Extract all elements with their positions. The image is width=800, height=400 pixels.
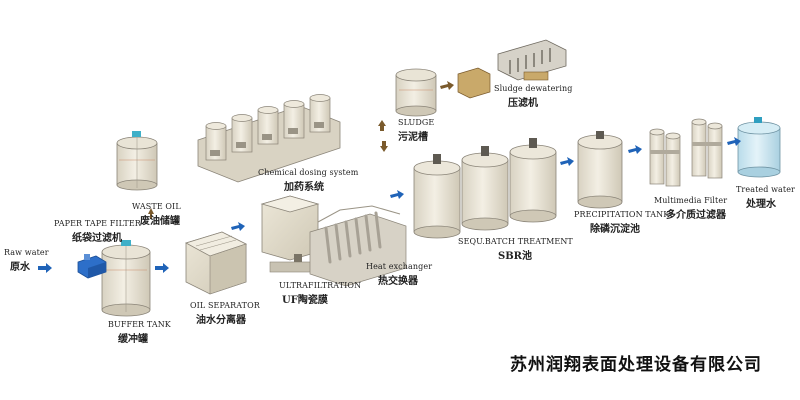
- label-treated-en: Treated water: [736, 185, 795, 194]
- label-treated-cn: 处理水: [746, 199, 776, 210]
- label-waste-oil-cn: 废油储罐: [140, 216, 180, 227]
- flow-arrows: [38, 137, 741, 273]
- label-oil-sep-cn: 油水分离器: [196, 315, 246, 326]
- label-sludge-en: SLUDGE: [398, 118, 435, 127]
- arrow-raw-to-filter: [38, 263, 52, 273]
- ultrafiltration-unit: [260, 195, 407, 287]
- label-dewater-cn: 压滤机: [508, 98, 538, 109]
- treated-water-tank: [737, 117, 781, 178]
- precipitation-tank: [577, 131, 623, 209]
- company-name: 苏州润翔表面处理设备有限公司: [510, 355, 762, 375]
- arrow-to-press: [440, 81, 454, 90]
- label-heat-cn: 热交换器: [378, 276, 418, 287]
- arrow-sludge-2: [380, 141, 388, 152]
- chemical-dosing-system: [197, 94, 341, 183]
- arrow-to-oil-separator: [155, 263, 169, 273]
- label-chem-cn: 加药系统: [284, 182, 324, 193]
- waste-oil-tank: [116, 131, 158, 191]
- label-precip-en: PRECIPITATION TANK: [574, 210, 670, 219]
- label-multi-cn: 多介质过滤器: [666, 210, 726, 221]
- label-sludge-cn: 污泥槽: [398, 132, 428, 143]
- label-precip-cn: 除磷沉淀池: [590, 224, 640, 235]
- label-paper-tape-en: PAPER TAPE FILTER: [54, 219, 141, 228]
- arrow-to-precipitation: [560, 157, 574, 166]
- label-uf-cn: UF陶瓷膜: [282, 295, 328, 306]
- label-sbr-en: SEQU.BATCH TREATMENT: [458, 237, 573, 246]
- label-raw-water-cn: 原水: [10, 262, 30, 273]
- filter-press: [457, 39, 567, 99]
- label-paper-tape-cn: 纸袋过滤机: [72, 233, 122, 244]
- arrow-to-treated: [727, 137, 741, 146]
- label-heat-en: Heat exchanger: [366, 262, 433, 271]
- arrow-to-multimedia: [628, 145, 642, 154]
- sbr-tanks: [413, 138, 557, 239]
- label-waste-oil-en: WASTE OIL: [132, 202, 181, 211]
- label-buffer-cn: 缓冲罐: [118, 334, 148, 345]
- buffer-tank: [101, 240, 151, 317]
- label-multi-en: Multimedia Filter: [654, 196, 728, 205]
- arrow-to-heat-exchanger: [390, 190, 404, 199]
- sludge-arrows: [148, 81, 454, 219]
- paper-tape-filter: [77, 254, 107, 279]
- label-sbr-cn: SBR池: [498, 251, 532, 262]
- label-chem-en: Chemical dosing system: [258, 168, 359, 177]
- sludge-tank: [395, 68, 437, 117]
- arrow-to-ultrafiltration: [231, 222, 245, 231]
- oil-separator: [184, 231, 248, 295]
- arrow-sludge-1: [378, 120, 386, 131]
- label-buffer-en: BUFFER TANK: [108, 320, 171, 329]
- label-raw-water-en: Raw water: [4, 248, 49, 257]
- label-oil-sep-en: OIL SEPARATOR: [190, 301, 260, 310]
- label-dewater-en: Sludge dewatering: [494, 84, 573, 93]
- label-uf-en: ULTRAFILTRATION: [279, 281, 362, 290]
- multimedia-filters: [649, 118, 723, 187]
- arrow-up-waste-oil: [148, 208, 154, 219]
